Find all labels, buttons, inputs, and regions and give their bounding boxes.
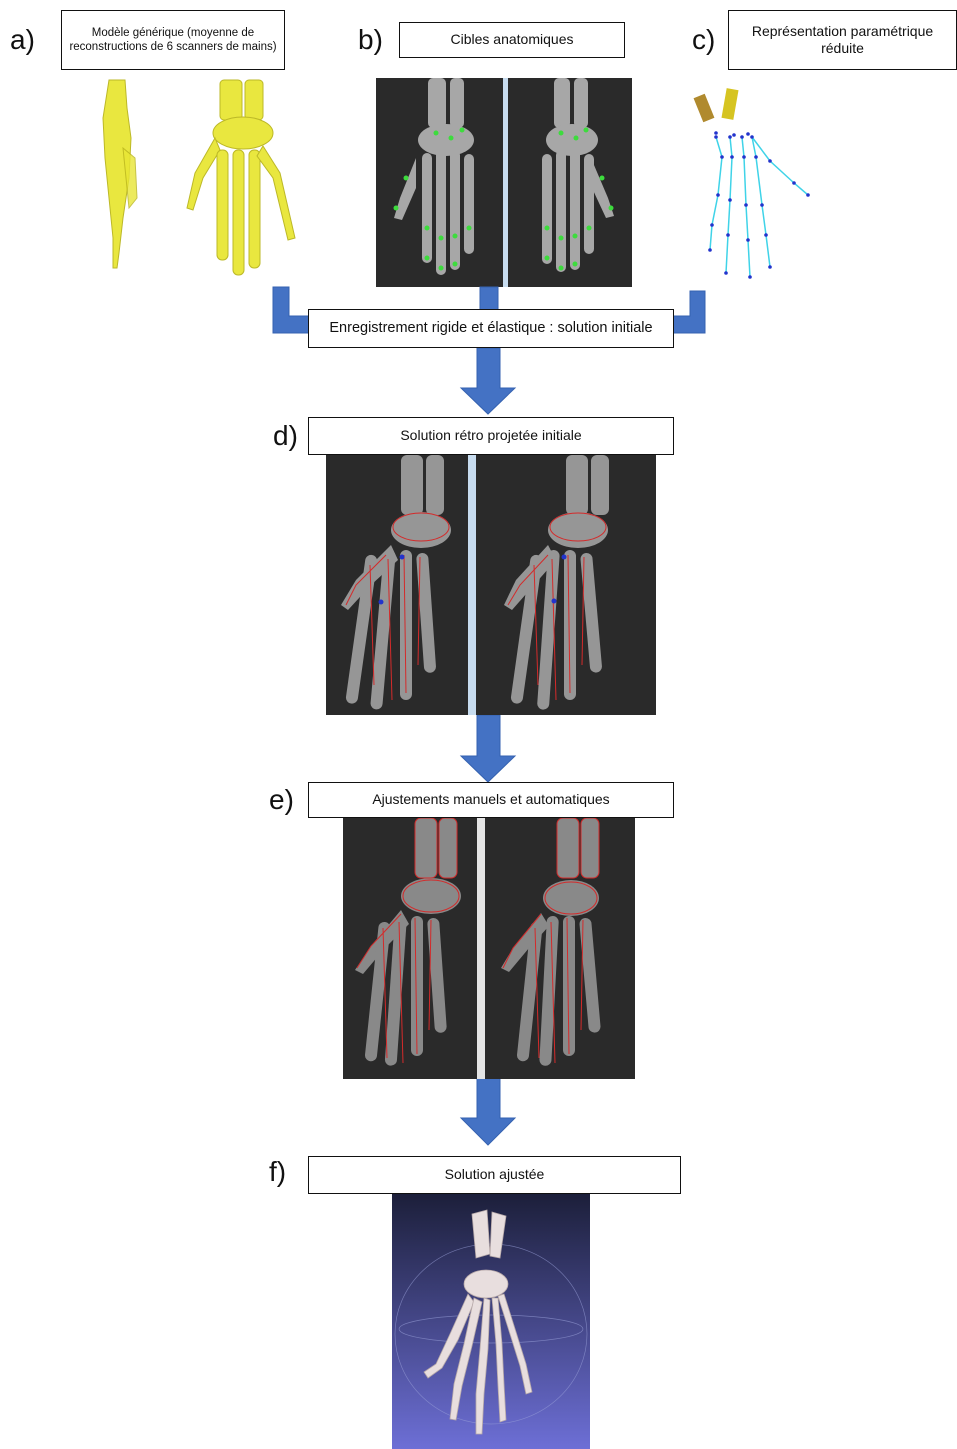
panel-e-title: Ajustements manuels et automatiques — [308, 782, 674, 818]
initial-backprojection-xray-icon — [326, 455, 656, 715]
adjusted-solution-render-icon — [392, 1194, 590, 1449]
panel-f-title: Solution ajustée — [308, 1156, 681, 1194]
panel-d-letter: d) — [273, 422, 298, 450]
panel-d-title: Solution rétro projetée initiale — [308, 417, 674, 455]
panel-e-letter: e) — [269, 786, 294, 814]
panel-f-letter: f) — [269, 1158, 286, 1186]
registration-step-box: Enregistrement rigide et élastique : sol… — [308, 309, 674, 348]
adjusted-contours-xray-icon — [343, 818, 635, 1079]
